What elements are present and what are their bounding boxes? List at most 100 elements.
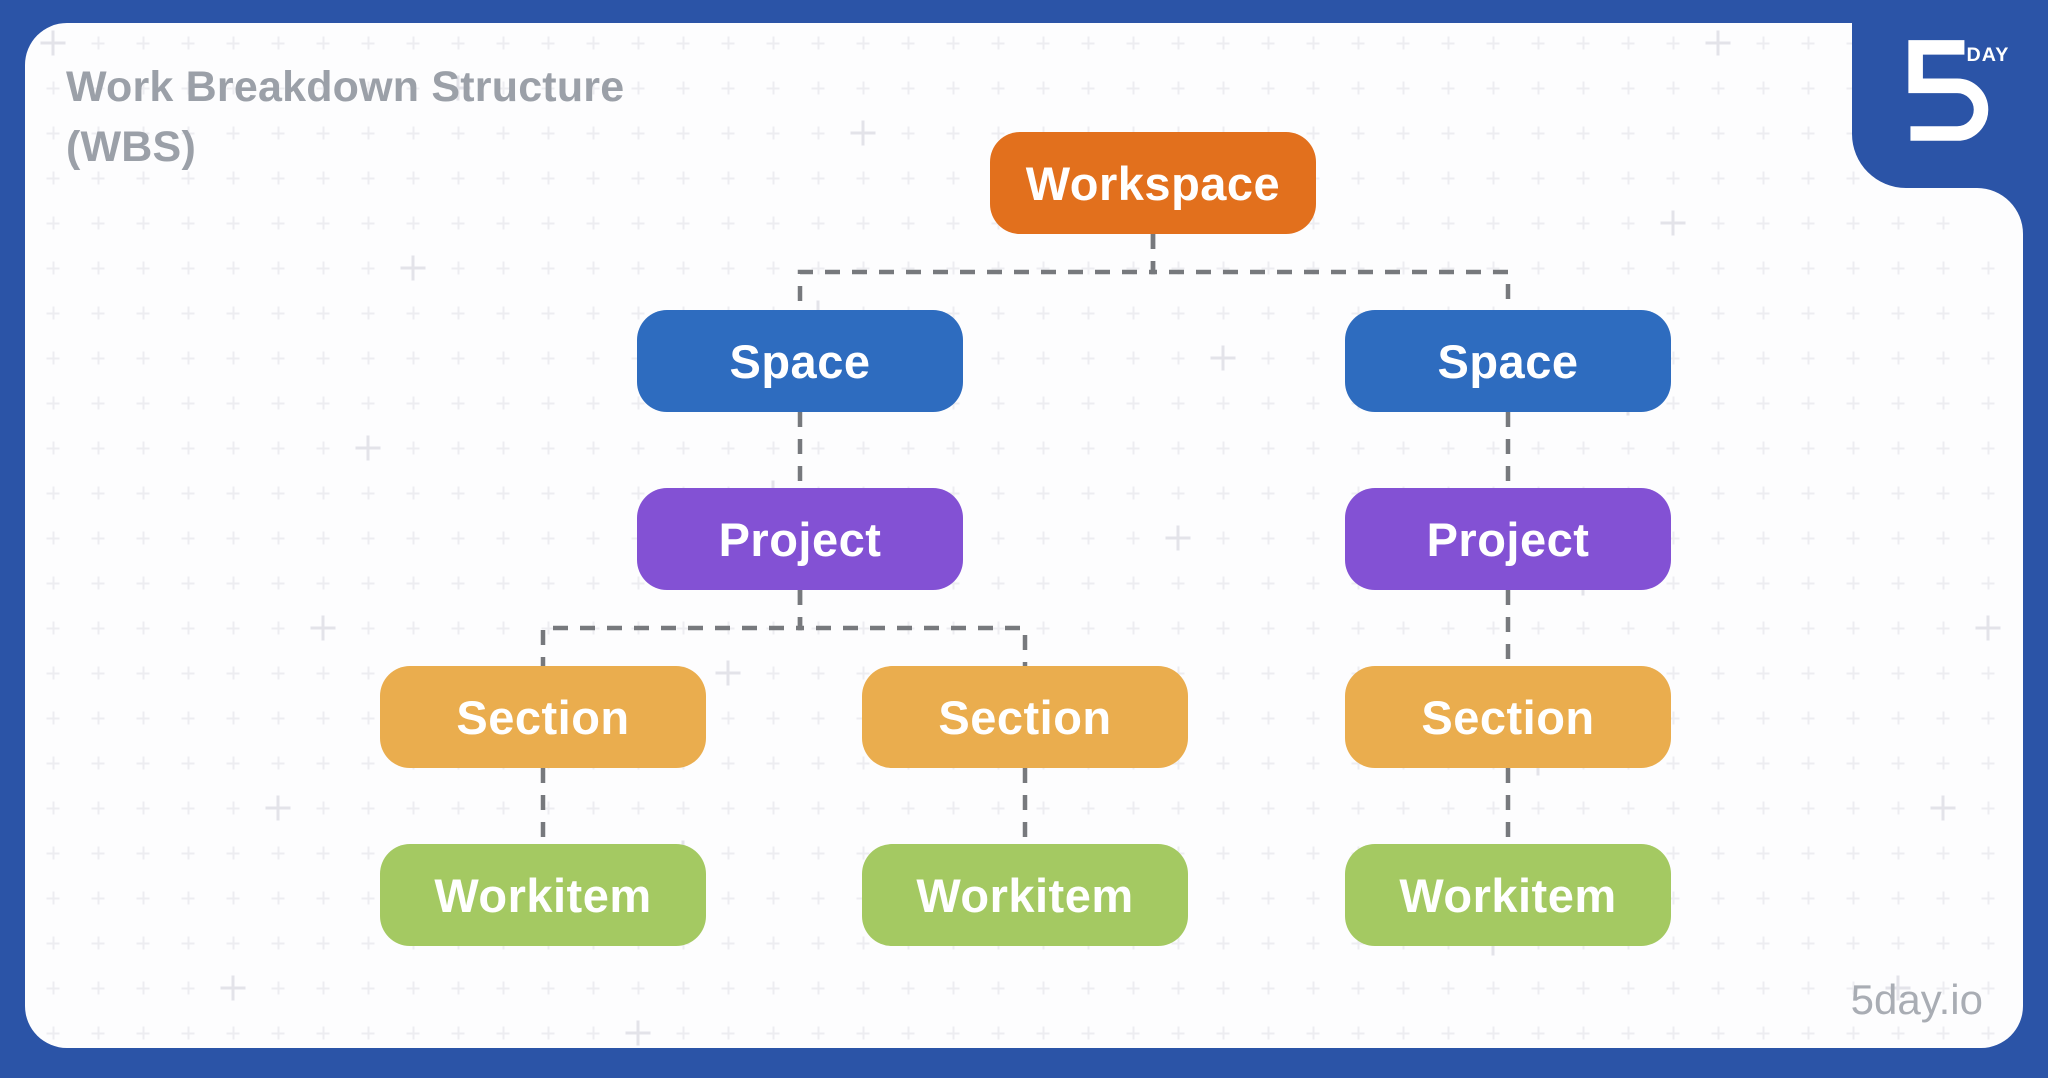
plus-mark (1576, 171, 1590, 185)
node-label: Space (1437, 334, 1579, 388)
plus-mark (1171, 621, 1185, 635)
plus-mark (766, 981, 780, 995)
plus-mark (1711, 171, 1725, 185)
plus-mark (91, 891, 105, 905)
plus-mark (46, 306, 60, 320)
plus-mark (316, 711, 330, 725)
plus-mark (1216, 981, 1230, 995)
plus-mark (856, 36, 870, 50)
plus-mark (1531, 171, 1545, 185)
plus-mark (1981, 666, 1995, 680)
plus-mark (226, 441, 240, 455)
plus-mark (1621, 981, 1635, 995)
node-workitem-3: Workitem (1345, 844, 1671, 946)
plus-mark (316, 801, 330, 815)
plus-mark (1801, 621, 1815, 635)
plus-mark (46, 1026, 60, 1040)
plus-mark (1036, 981, 1050, 995)
plus-mark (1666, 396, 1680, 410)
plus-mark (721, 936, 735, 950)
plus-mark (136, 891, 150, 905)
plus-mark (1486, 216, 1500, 230)
node-workitem-1: Workitem (380, 844, 706, 946)
plus-mark (1486, 621, 1500, 635)
plus-mark (1126, 351, 1140, 365)
plus-mark (181, 306, 195, 320)
plus-mark (1126, 531, 1140, 545)
plus-mark (1801, 441, 1815, 455)
plus-mark (586, 306, 600, 320)
plus-mark (361, 621, 375, 635)
plus-mark (46, 891, 60, 905)
plus-mark (586, 576, 600, 590)
plus-mark (1210, 345, 1236, 371)
plus-mark (1126, 801, 1140, 815)
plus-mark (316, 126, 330, 140)
plus-mark (1351, 171, 1365, 185)
plus-mark (181, 576, 195, 590)
plus-mark (316, 1026, 330, 1040)
plus-mark (451, 1026, 465, 1040)
plus-mark (181, 36, 195, 50)
plus-mark (1216, 486, 1230, 500)
plus-mark (136, 531, 150, 545)
plus-mark (1576, 1026, 1590, 1040)
plus-mark (541, 126, 555, 140)
plus-mark (1936, 666, 1950, 680)
plus-mark (181, 171, 195, 185)
plus-mark (226, 351, 240, 365)
plus-mark (1711, 981, 1725, 995)
plus-mark (91, 801, 105, 815)
plus-mark (181, 711, 195, 725)
plus-mark (1351, 126, 1365, 140)
node-project-2: Project (1345, 488, 1671, 590)
plus-mark (1846, 801, 1860, 815)
plus-mark (406, 801, 420, 815)
plus-mark (1981, 846, 1995, 860)
plus-mark (1801, 126, 1815, 140)
plus-mark (1936, 936, 1950, 950)
plus-mark (1846, 531, 1860, 545)
plus-mark (1576, 126, 1590, 140)
plus-mark (991, 486, 1005, 500)
plus-mark (1351, 216, 1365, 230)
plus-mark (676, 981, 690, 995)
plus-mark (1306, 756, 1320, 770)
plus-mark (811, 801, 825, 815)
plus-mark (1216, 396, 1230, 410)
plus-mark (631, 216, 645, 230)
plus-mark (1801, 351, 1815, 365)
plus-mark (721, 171, 735, 185)
plus-mark (181, 126, 195, 140)
plus-mark (1846, 261, 1860, 275)
plus-mark (1081, 81, 1095, 95)
plus-mark (721, 981, 735, 995)
plus-mark (271, 981, 285, 995)
node-label: Workspace (1025, 156, 1281, 210)
plus-mark (226, 531, 240, 545)
plus-mark (46, 576, 60, 590)
plus-mark (361, 936, 375, 950)
plus-mark (1081, 36, 1095, 50)
plus-mark (811, 756, 825, 770)
plus-mark (1486, 81, 1500, 95)
node-project-1: Project (637, 488, 963, 590)
plus-mark (1081, 396, 1095, 410)
plus-mark (1936, 621, 1950, 635)
plus-mark (91, 216, 105, 230)
plus-mark (991, 351, 1005, 365)
plus-mark (361, 351, 375, 365)
plus-mark (46, 756, 60, 770)
plus-mark (271, 36, 285, 50)
plus-mark (316, 576, 330, 590)
plus-mark (1306, 981, 1320, 995)
plus-mark (1846, 936, 1860, 950)
plus-mark (181, 621, 195, 635)
plus-mark (586, 81, 600, 95)
plus-mark (1576, 801, 1590, 815)
plus-mark (1261, 81, 1275, 95)
plus-mark (1486, 36, 1500, 50)
plus-mark (1576, 261, 1590, 275)
plus-mark (1846, 756, 1860, 770)
